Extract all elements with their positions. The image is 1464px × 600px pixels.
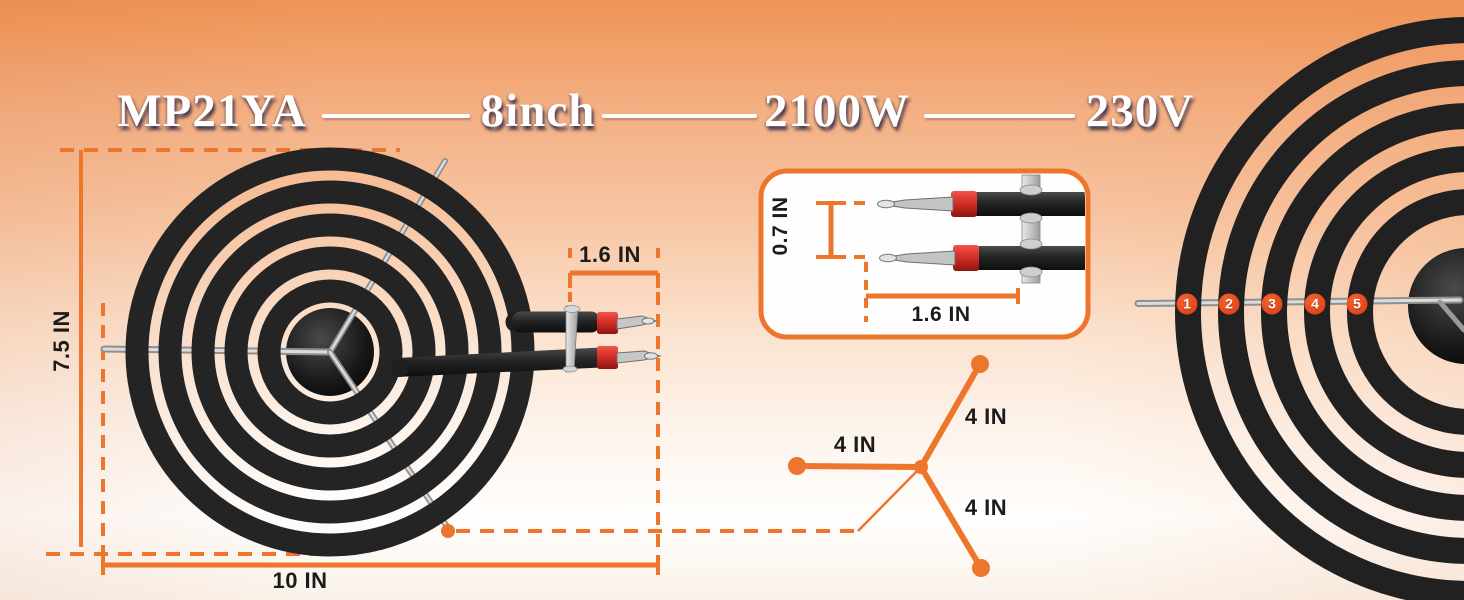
dim-terminal-length-label: 1.6 IN — [911, 303, 971, 326]
coil-turn-badge-2: 2 — [1218, 293, 1240, 315]
spider-arm-label-bottom: 4 IN — [964, 495, 1008, 520]
model-number-title: MP21YA — [117, 85, 307, 137]
left-burner-dimension-lines — [46, 148, 660, 575]
dim-terminal-spacing-label: 1.6 IN — [579, 242, 641, 267]
title-connector-line — [322, 114, 470, 118]
spider-bracket-diagram — [788, 355, 990, 577]
coil-turn-badge-3: 3 — [1261, 293, 1283, 315]
dim-coil-height-label: 7.5 IN — [49, 310, 74, 372]
voltage-title: 230V — [1085, 85, 1195, 137]
detail-box-dimension-lines — [816, 201, 1020, 322]
left-burner-terminals — [390, 305, 662, 377]
wattage-title: 2100W — [764, 85, 910, 137]
left-burner-coil — [100, 147, 662, 557]
size-title: 8inch — [480, 85, 596, 137]
title-connector-line — [924, 114, 1075, 118]
spider-arm-label-left: 4 IN — [833, 432, 877, 457]
spider-leg-end-dot — [441, 524, 455, 538]
coil-turn-badge-1: 1 — [1176, 293, 1198, 315]
connector-dashed-line — [456, 466, 922, 533]
dim-prong-gap-label: 0.7 IN — [769, 196, 792, 256]
dim-coil-width-label: 10 IN — [272, 568, 328, 593]
spider-arm-label-top: 4 IN — [964, 404, 1008, 429]
title-connector-line — [602, 114, 757, 118]
coil-turn-badge-5: 5 — [1346, 293, 1368, 315]
coil-turn-badge-4: 4 — [1304, 293, 1326, 315]
terminal-detail-box — [758, 168, 1091, 340]
